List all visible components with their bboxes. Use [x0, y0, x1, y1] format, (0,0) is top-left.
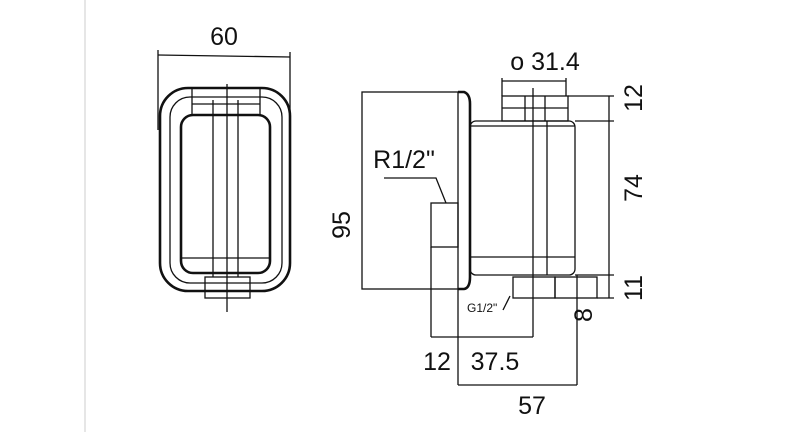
- outlet-nut: [512, 276, 556, 299]
- side-view: o 31.4 R1/2" G1/2" 95 12 74 11 8 12 37.5…: [328, 48, 648, 420]
- inlet-nut: [430, 202, 459, 248]
- outlet-thread-label: G1/2": [467, 301, 497, 315]
- valve-cylinder: [469, 120, 576, 276]
- dim-label-37-5: 37.5: [471, 348, 520, 376]
- width-dimension-line: [157, 54, 291, 58]
- front-view: 60: [157, 23, 292, 312]
- dim-label-11: 11: [620, 275, 648, 301]
- inlet-thread-label: R1/2": [373, 146, 435, 174]
- diameter-label: o 31.4: [510, 48, 580, 76]
- width-label: 60: [210, 23, 238, 51]
- dim-label-12-bottom: 12: [423, 348, 451, 376]
- dim-label-57: 57: [518, 392, 546, 420]
- top-cap: [191, 87, 261, 116]
- body: [179, 113, 272, 275]
- inner-shell: [169, 96, 283, 284]
- offset-label: 8: [570, 308, 598, 322]
- dim-label-74: 74: [620, 174, 648, 202]
- wall-plate: [361, 91, 459, 290]
- leader-line: [384, 177, 447, 204]
- flange: [458, 90, 472, 291]
- height-label: 95: [328, 211, 356, 239]
- dim-label-12: 12: [620, 84, 648, 112]
